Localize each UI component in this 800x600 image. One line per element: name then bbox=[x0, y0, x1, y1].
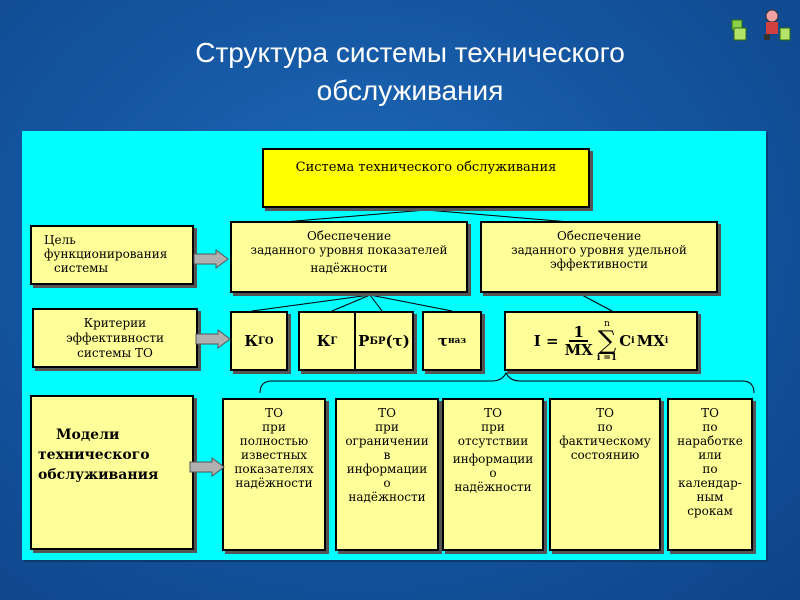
model-limited-information: ТО при ограничении в информации о надёжн… bbox=[335, 398, 439, 551]
system-goal-box: Цель функционирования системы bbox=[30, 225, 194, 285]
k-g-subscript: Г bbox=[330, 335, 338, 347]
criteria-line: системы ТО bbox=[77, 346, 153, 360]
criteria-line: эффективности bbox=[65, 331, 165, 345]
model-line: при bbox=[262, 420, 286, 434]
model-actual-condition: ТО по фактическому состоянию bbox=[549, 398, 661, 551]
formula-lhs: I = bbox=[533, 332, 559, 350]
model-line: по bbox=[597, 420, 613, 434]
k-go-subscript: ГО bbox=[258, 335, 274, 347]
efficiency-goal-line: заданного уровня удельной bbox=[511, 243, 687, 257]
formula-sum: n ∑ i =1 bbox=[596, 318, 618, 363]
model-line: о bbox=[489, 466, 497, 480]
model-line: известных bbox=[240, 448, 308, 462]
formula-mx: MX bbox=[636, 332, 665, 350]
model-line: при bbox=[375, 420, 399, 434]
system-goal-line: Цель bbox=[44, 233, 76, 247]
p-br-symbol: Р bbox=[358, 332, 370, 350]
maintenance-models-box: Модели технического обслуживания bbox=[30, 395, 194, 550]
formula-term: C bbox=[619, 332, 632, 350]
diagram-panel: Система технического обслуживания Цель ф… bbox=[22, 131, 766, 560]
efficiency-goal-line: эффективности bbox=[549, 257, 649, 271]
models-arrow-icon bbox=[189, 457, 225, 477]
efficiency-criteria-box: Критерии эффективности системы ТО bbox=[32, 308, 198, 368]
model-line: или bbox=[698, 448, 722, 462]
model-line: показателях bbox=[234, 462, 314, 476]
maintenance-system-box: Система технического обслуживания bbox=[262, 148, 590, 208]
model-line: в bbox=[383, 448, 391, 462]
slide-title-line-2: обслуживания bbox=[316, 75, 504, 106]
tau-symbol: τ bbox=[437, 332, 448, 350]
slide-title-line-1: Структура системы технического bbox=[195, 37, 625, 68]
slide-title: Структура системы технического обслужива… bbox=[60, 34, 760, 110]
k-g-symbol: К bbox=[316, 332, 331, 350]
tau-subscript: наз bbox=[447, 336, 467, 346]
goal-arrow-icon bbox=[193, 249, 229, 269]
sum-lower-limit: i =1 bbox=[596, 352, 618, 363]
models-line: Модели bbox=[56, 427, 120, 443]
reliability-goal-line: Обеспечение bbox=[306, 229, 392, 243]
reliability-goal-line: надёжности bbox=[310, 261, 388, 275]
model-line: информации bbox=[452, 452, 534, 466]
p-br-argument: (τ) bbox=[385, 332, 410, 350]
sum-sign-icon: ∑ bbox=[597, 325, 617, 356]
criteria-arrow-icon bbox=[195, 329, 231, 349]
model-line: о bbox=[383, 476, 391, 490]
model-line: при bbox=[481, 420, 505, 434]
model-line: по bbox=[702, 420, 718, 434]
p-br-subscript: БР bbox=[369, 335, 386, 347]
models-line: технического bbox=[38, 447, 150, 463]
model-line: отсутствии bbox=[457, 434, 529, 448]
formula-term-sub: i bbox=[631, 336, 635, 346]
model-line: информации bbox=[346, 462, 428, 476]
connector-lines bbox=[251, 209, 755, 394]
model-known-reliability: ТО при полностью известных показателях н… bbox=[222, 398, 326, 551]
sum-upper-limit: n bbox=[604, 318, 610, 329]
maintenance-system-label: Система технического обслуживания bbox=[295, 160, 557, 175]
model-operating-time: ТО по наработке или по календар- ным сро… bbox=[667, 398, 753, 551]
models-line: обслуживания bbox=[38, 467, 159, 483]
model-line: календар- bbox=[678, 476, 742, 490]
model-line: ограничении bbox=[345, 434, 429, 448]
model-line: полностью bbox=[239, 434, 309, 448]
model-line: ТО bbox=[484, 406, 502, 420]
system-goal-line: системы bbox=[54, 261, 109, 275]
k-go-symbol: К bbox=[244, 332, 259, 350]
system-goal-line: функционирования bbox=[44, 247, 168, 261]
formula-denominator: MX bbox=[564, 341, 593, 359]
model-line: фактическому bbox=[559, 434, 651, 448]
model-line: ным bbox=[696, 490, 724, 504]
criteria-line: Критерии bbox=[83, 316, 147, 330]
model-line: наработке bbox=[677, 434, 743, 448]
efficiency-goal-line: Обеспечение bbox=[556, 229, 642, 243]
model-line: ТО bbox=[378, 406, 396, 420]
model-line: надёжности bbox=[235, 476, 313, 490]
model-no-information: ТО при отсутствии информации о надёжност… bbox=[442, 398, 544, 551]
model-line: ТО bbox=[596, 406, 614, 420]
model-line: срокам bbox=[687, 504, 733, 518]
formula-mx-sub: i bbox=[664, 336, 669, 346]
model-line: надёжности bbox=[348, 490, 426, 504]
model-line: надёжности bbox=[454, 480, 532, 494]
efficiency-goal-box: Обеспечение заданного уровня удельной эф… bbox=[480, 221, 718, 293]
model-line: состоянию bbox=[570, 448, 640, 462]
model-line: по bbox=[702, 462, 718, 476]
model-line: ТО bbox=[701, 406, 719, 420]
formula-fraction: 1 MX bbox=[565, 324, 593, 358]
reliability-goal-box: Обеспечение заданного уровня показателей… bbox=[230, 221, 468, 293]
formula-numerator: 1 bbox=[569, 324, 588, 342]
reliability-goal-line: заданного уровня показателей bbox=[250, 243, 448, 257]
model-line: ТО bbox=[265, 406, 283, 420]
decorative-logo-icon bbox=[731, 9, 791, 41]
